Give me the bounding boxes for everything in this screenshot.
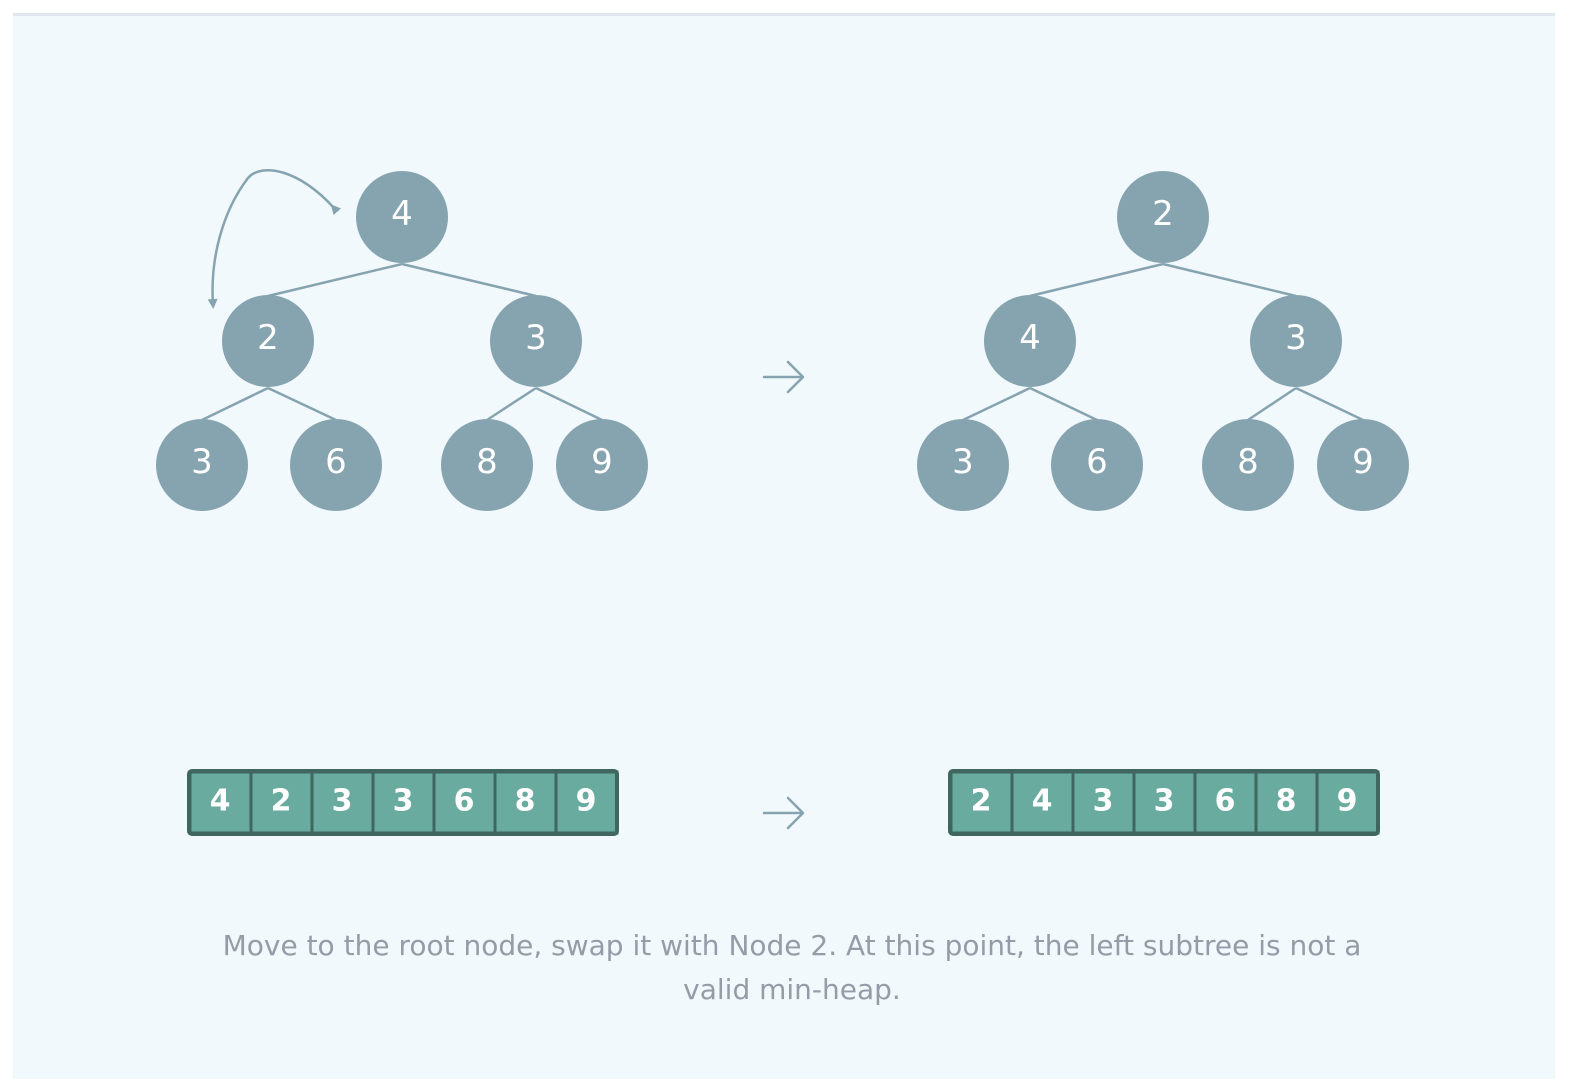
tree-node: 2 <box>1117 171 1209 263</box>
tree-node-label: 2 <box>257 318 279 358</box>
tree-node: 4 <box>984 295 1076 387</box>
array-cell-label: 3 <box>393 784 414 819</box>
array-cell-label: 6 <box>1215 784 1236 819</box>
array-cell-label: 6 <box>454 784 475 819</box>
tree-node-label: 2 <box>1152 194 1174 234</box>
tree-node-label: 3 <box>952 442 974 482</box>
tree-edge <box>201 386 269 422</box>
array-cell-label: 8 <box>1276 784 1297 819</box>
tree-node: 9 <box>556 419 648 511</box>
tree-node: 8 <box>441 419 533 511</box>
array-border <box>948 769 1380 836</box>
tree-edge <box>1295 386 1364 422</box>
array-cell-label: 3 <box>332 784 353 819</box>
tree-node-label: 8 <box>476 442 498 482</box>
tree-node: 4 <box>356 171 448 263</box>
array-cell-label: 9 <box>1337 784 1358 819</box>
array-cell-label: 4 <box>1032 784 1053 819</box>
tree-node: 8 <box>1202 419 1294 511</box>
tree-edge <box>401 262 537 298</box>
tree-node-label: 8 <box>1237 442 1259 482</box>
tree-node: 3 <box>917 419 1009 511</box>
tree-node: 6 <box>290 419 382 511</box>
tree-node-label: 3 <box>191 442 213 482</box>
flow-arrow-icon <box>762 360 805 394</box>
array-cell-label: 9 <box>576 784 597 819</box>
tree-edge <box>962 386 1031 422</box>
tree-node-label: 6 <box>325 442 347 482</box>
array-cell <box>249 770 314 835</box>
tree-edge <box>267 386 337 422</box>
tree-node: 2 <box>222 295 314 387</box>
array-cell-label: 8 <box>515 784 536 819</box>
tree-edge <box>1247 386 1297 422</box>
tree-edge <box>1029 262 1164 298</box>
array-after: 2 4 3 3 6 8 9 <box>948 769 1380 836</box>
tree-node-label: 4 <box>391 194 413 234</box>
tree-edge <box>1162 262 1297 298</box>
array-before: 4 2 3 3 6 8 9 <box>187 769 619 836</box>
tree-node-label: 4 <box>1019 318 1041 358</box>
tree-edge <box>267 262 403 298</box>
tree-node-label: 9 <box>591 442 613 482</box>
tree-node: 6 <box>1051 419 1143 511</box>
tree-edge <box>535 386 603 422</box>
tree-node-label: 6 <box>1086 442 1108 482</box>
array-cell-label: 2 <box>271 784 292 819</box>
tree-node: 9 <box>1317 419 1409 511</box>
tree-node: 3 <box>156 419 248 511</box>
diagram-panel <box>13 13 1555 1079</box>
tree-after: 2 4 3 3 6 8 9 <box>917 171 1409 511</box>
tree-node: 3 <box>1250 295 1342 387</box>
tree-before: 4 2 3 3 6 8 9 <box>156 169 648 511</box>
array-cell-label: 3 <box>1093 784 1114 819</box>
tree-node-label: 3 <box>1285 318 1307 358</box>
tree-node: 3 <box>490 295 582 387</box>
array-cell <box>1254 770 1319 835</box>
array-cell-label: 2 <box>971 784 992 819</box>
tree-edge <box>486 386 537 422</box>
array-cell-label: 4 <box>210 784 231 819</box>
tree-node-label: 9 <box>1352 442 1374 482</box>
tree-node-label: 3 <box>525 318 547 358</box>
flow-arrow-icon <box>762 796 805 830</box>
swap-arrow-icon <box>207 169 342 309</box>
array-cell-label: 3 <box>1154 784 1175 819</box>
tree-edge <box>1029 386 1098 422</box>
step-caption: Move to the root node, swap it with Node… <box>222 929 1362 1006</box>
array-cell <box>554 770 619 835</box>
array-border <box>187 769 619 836</box>
